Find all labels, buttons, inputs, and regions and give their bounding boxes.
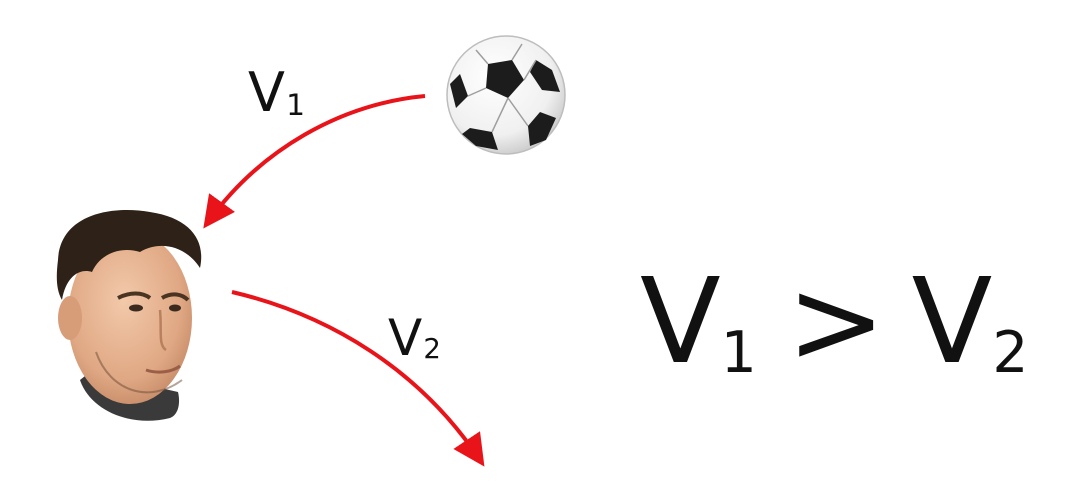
soccer-ball-icon: [446, 35, 566, 155]
greater-than-operator: >: [786, 252, 886, 390]
equation-left-base: V: [640, 252, 721, 390]
equation-right-base: V: [911, 252, 993, 390]
incoming-arrow: [203, 94, 426, 229]
v1-subscript: 1: [286, 87, 306, 123]
v2-base: V: [388, 309, 423, 367]
velocity-comparison: V1>V2: [640, 262, 1028, 382]
outgoing-arrow: [231, 290, 485, 467]
equation-right-subscript: 2: [992, 320, 1029, 387]
player-head-icon: [56, 209, 202, 421]
velocity-label-v1: V1: [248, 66, 305, 120]
v1-base: V: [248, 61, 285, 124]
v2-subscript: 2: [423, 333, 441, 366]
equation-left-subscript: 1: [720, 320, 757, 387]
velocity-label-v2: V2: [388, 313, 441, 364]
